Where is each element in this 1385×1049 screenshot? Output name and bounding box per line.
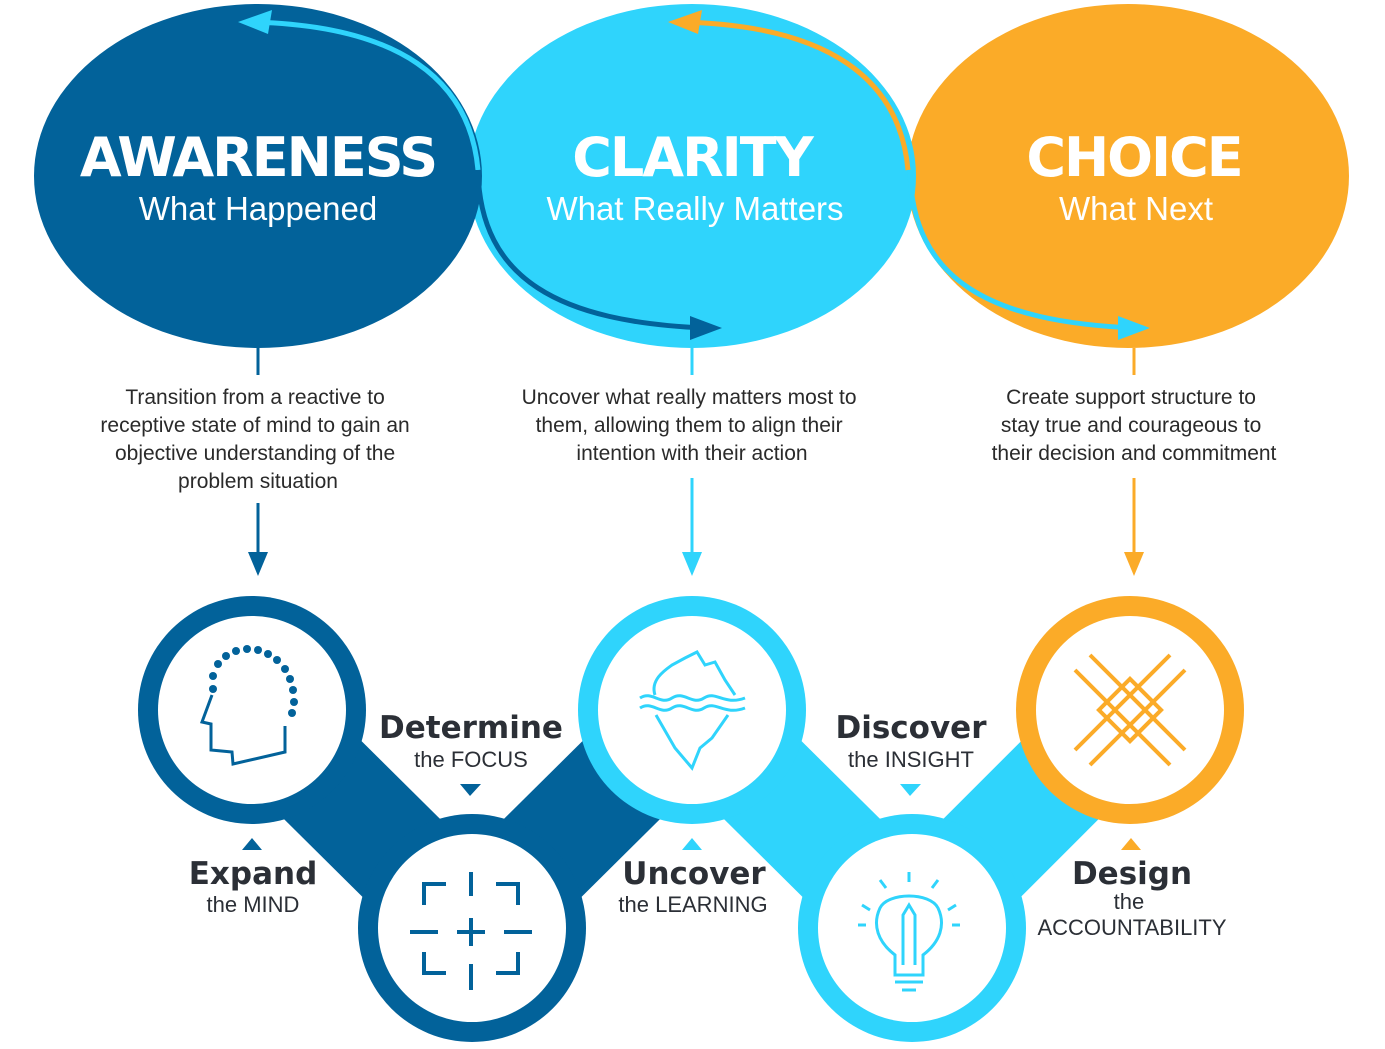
step-circle-discover — [798, 814, 1026, 1042]
clarity-description: Uncover what really matters most to them… — [522, 386, 863, 465]
down-arrow-awareness — [248, 503, 268, 576]
arrowhead-right-dark — [690, 316, 722, 340]
step-title-uncover: Uncover — [622, 856, 766, 892]
step-subtitle-design: the ACCOUNTABILITY — [1037, 889, 1226, 940]
arrowhead-right-cyan — [1118, 316, 1150, 340]
step-subtitle-uncover: the LEARNING — [618, 892, 767, 917]
arrow-clarity-to-awareness — [249, 19, 481, 171]
lightbulb-icon — [858, 872, 960, 992]
down-triangle-discover — [900, 784, 921, 796]
down-arrow-clarity — [682, 478, 702, 576]
iceberg-icon — [639, 650, 746, 771]
step-subtitle-expand: the MIND — [207, 892, 300, 917]
step-subtitle-determine: the FOCUS — [414, 747, 528, 772]
choice-description: Create support structure to stay true an… — [992, 386, 1277, 465]
up-triangle-design — [1121, 838, 1141, 850]
choice-title: CHOICE — [1026, 126, 1241, 189]
arrowhead-left-cyan — [238, 10, 272, 34]
step-circle-design — [1016, 596, 1244, 824]
down-arrow-choice — [1124, 478, 1144, 576]
awareness-title: AWARENESS — [80, 126, 436, 189]
choice-ellipse — [907, 4, 1349, 348]
step-title-determine: Determine — [379, 710, 563, 746]
up-triangle-expand — [242, 838, 262, 850]
choice-subtitle: What Next — [1059, 190, 1213, 227]
arrowhead-left-orange — [668, 10, 702, 34]
step-title-discover: Discover — [835, 710, 987, 746]
focus-target-icon — [410, 872, 532, 990]
step-circle-expand — [138, 596, 366, 824]
arrow-choice-to-clarity — [679, 19, 911, 171]
step-title-expand: Expand — [189, 856, 318, 892]
handshake-icon — [1073, 653, 1187, 767]
awareness-subtitle: What Happened — [139, 190, 378, 227]
clarity-ellipse — [468, 4, 916, 348]
awareness-description: Transition from a reactive to receptive … — [100, 386, 415, 493]
arrow-awareness-to-clarity — [475, 169, 706, 331]
clarity-subtitle: What Really Matters — [546, 190, 843, 227]
arrow-clarity-to-choice — [907, 169, 1136, 331]
clarity-title: CLARITY — [572, 126, 814, 189]
head-icon — [199, 645, 298, 766]
awareness-ellipse — [34, 4, 482, 348]
step-title-design: Design — [1072, 856, 1192, 892]
down-triangle-determine — [460, 784, 481, 796]
step-subtitle-discover: the INSIGHT — [848, 747, 974, 772]
up-triangle-uncover — [682, 838, 702, 850]
